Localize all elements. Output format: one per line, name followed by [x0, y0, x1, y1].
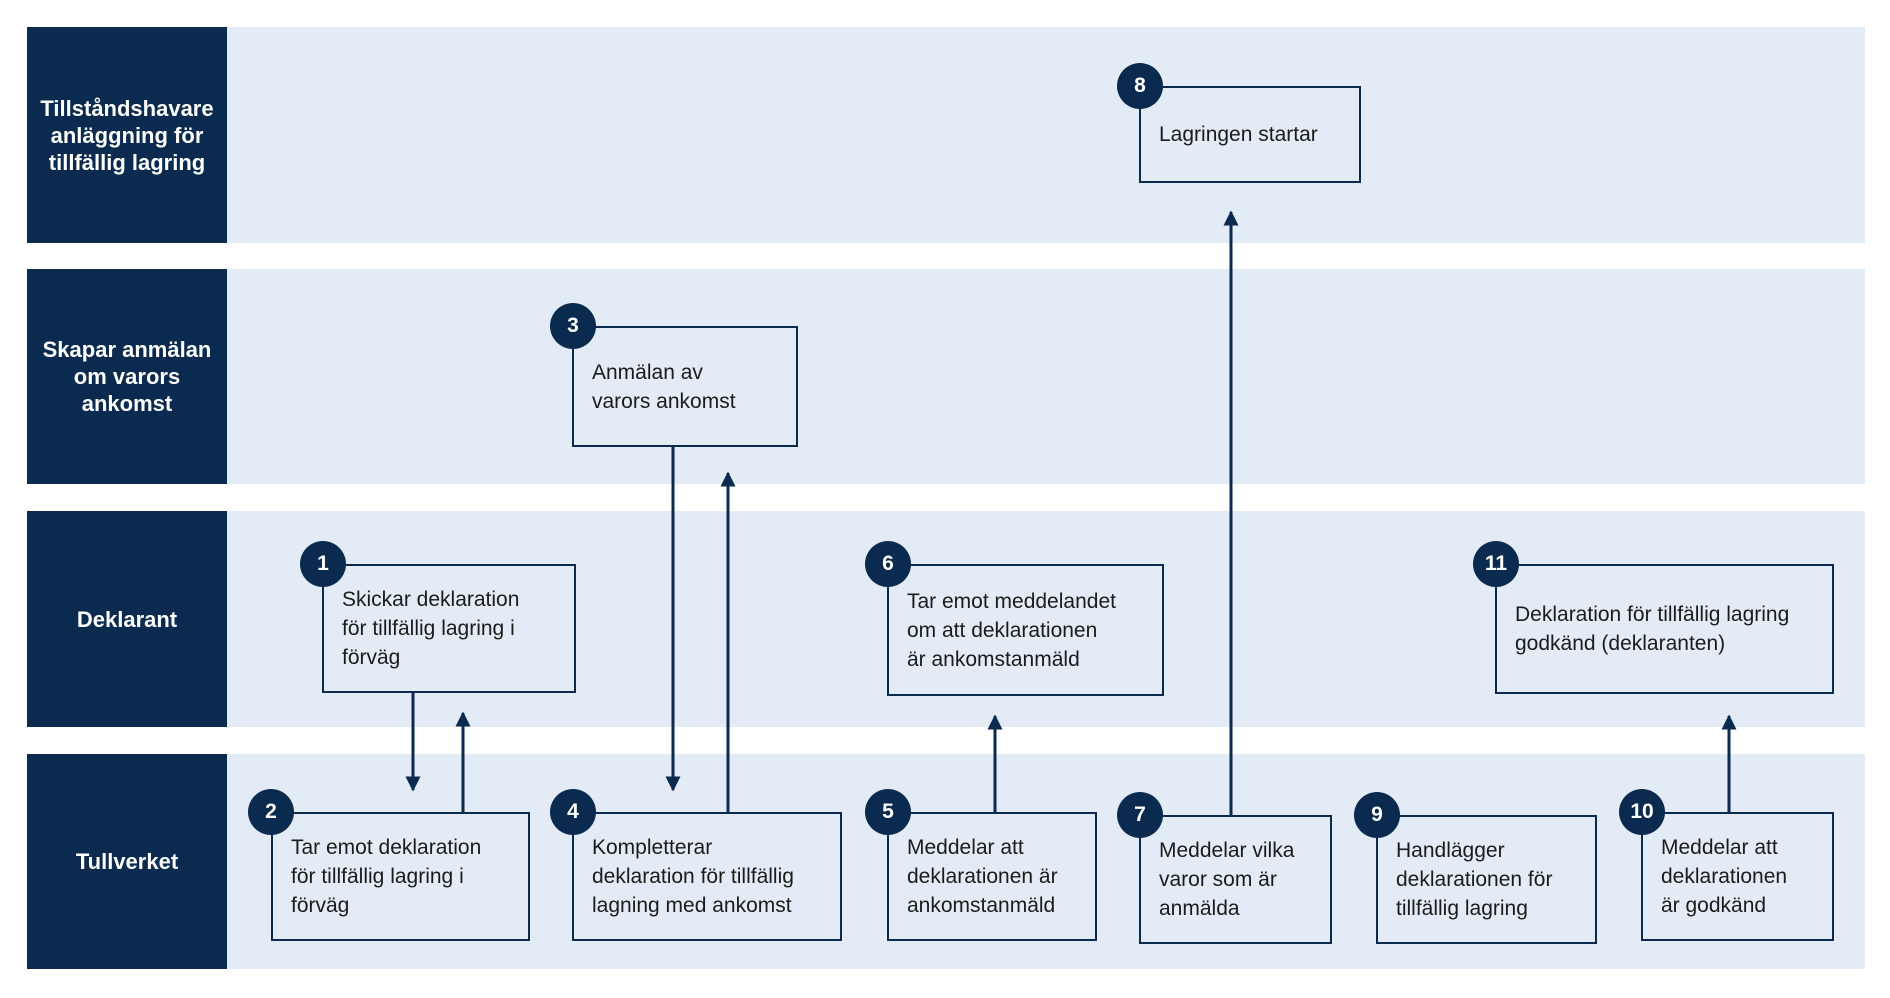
- step-text: Lagringen startar: [1159, 123, 1318, 146]
- step-text: Meddelar att deklarationen är ankomstanm…: [907, 836, 1058, 917]
- step-box-5: Meddelar att deklarationen är ankomstanm…: [887, 812, 1097, 941]
- lane-header-deklarant: Deklarant: [27, 511, 227, 727]
- step-text: Handlägger deklarationen för tillfällig …: [1396, 839, 1553, 920]
- step-box-6: Tar emot meddelandet om att deklaratione…: [887, 564, 1164, 696]
- step-text: Anmälan av varors ankomst: [592, 360, 736, 413]
- step-number-badge-3: 3: [550, 303, 596, 349]
- step-number-badge-8: 8: [1117, 63, 1163, 109]
- step-number-badge-5: 5: [865, 789, 911, 835]
- step-text: Deklaration för tillfällig lagring godkä…: [1515, 603, 1790, 655]
- step-number-badge-2: 2: [248, 789, 294, 835]
- step-text: Tar emot deklaration för tillfällig lagr…: [291, 836, 482, 917]
- lane-label: Skapar anmälan om varors ankomst: [42, 337, 212, 416]
- step-number-badge-10: 10: [1619, 789, 1665, 835]
- step-text: Kompletterar deklaration för tillfällig …: [592, 836, 794, 917]
- step-number-badge-6: 6: [865, 541, 911, 587]
- lane-label: Deklarant: [76, 606, 178, 632]
- step-number-badge-9: 9: [1354, 792, 1400, 838]
- step-box-2: Tar emot deklaration för tillfällig lagr…: [271, 812, 530, 941]
- step-box-4: Kompletterar deklaration för tillfällig …: [572, 812, 842, 941]
- lane-header-tillstandshavare: Tillståndshavare anläggning för tillfäll…: [27, 27, 227, 243]
- lane-body-tillstandshavare: [227, 27, 1865, 243]
- lane-label: Tillståndshavare anläggning för tillfäll…: [40, 95, 214, 175]
- step-box-7: Meddelar vilka varor som är anmälda: [1139, 815, 1332, 944]
- step-text: Meddelar vilka varor som är anmälda: [1159, 839, 1295, 920]
- step-box-9: Handlägger deklarationen för tillfällig …: [1376, 815, 1597, 944]
- step-text: Skickar deklaration för tillfällig lagri…: [342, 588, 520, 669]
- step-box-1: Skickar deklaration för tillfällig lagri…: [322, 564, 576, 693]
- step-box-3: Anmälan av varors ankomst: [572, 326, 798, 447]
- step-number-badge-11: 11: [1473, 541, 1519, 587]
- step-text: Tar emot meddelandet om att deklaratione…: [907, 589, 1116, 671]
- step-box-11: Deklaration för tillfällig lagring godkä…: [1495, 564, 1834, 694]
- step-number-badge-7: 7: [1117, 792, 1163, 838]
- lane-body-anmalan: [227, 269, 1865, 484]
- step-box-8: Lagringen startar: [1139, 86, 1361, 183]
- step-box-10: Meddelar att deklarationen är godkänd: [1641, 812, 1834, 941]
- lane-header-anmalan: Skapar anmälan om varors ankomst: [27, 269, 227, 484]
- lane-label: Tullverket: [75, 849, 179, 874]
- step-text: Meddelar att deklarationen är godkänd: [1661, 836, 1788, 917]
- lane-header-tullverket: Tullverket: [27, 754, 227, 969]
- step-number-badge-4: 4: [550, 789, 596, 835]
- step-number-badge-1: 1: [300, 541, 346, 587]
